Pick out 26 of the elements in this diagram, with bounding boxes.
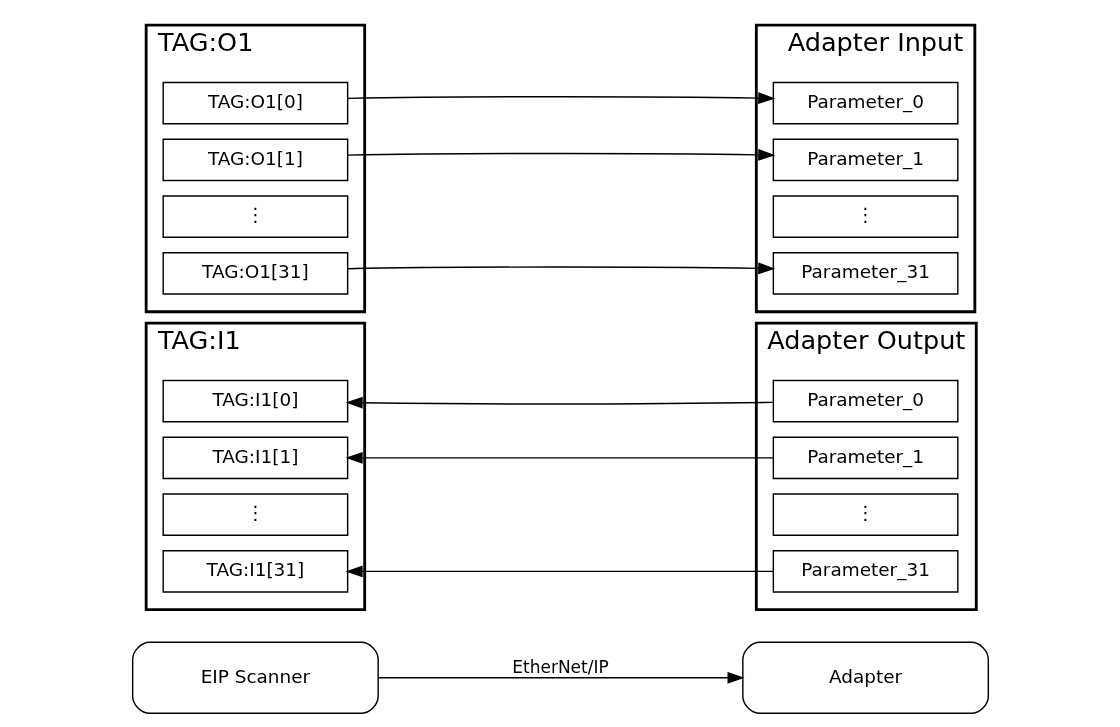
arrow: [345, 451, 774, 464]
arrow: [346, 92, 775, 105]
arrow: [377, 671, 745, 684]
node-box: EIP Scanner: [131, 641, 379, 714]
node-box: ⋮: [772, 493, 959, 536]
arrow: [345, 565, 774, 578]
arrow: [345, 396, 773, 409]
node-box: Parameter_0: [772, 379, 959, 423]
node-box: Parameter_31: [772, 252, 959, 295]
edge-label: EtherNet/IP: [511, 656, 609, 677]
node-box: TAG:I1[31]: [161, 550, 348, 593]
node-box: ⋮: [161, 195, 348, 238]
node-box: TAG:O1[0]: [161, 81, 348, 125]
node-box: Parameter_31: [772, 550, 959, 593]
node-box: Adapter: [741, 641, 989, 714]
node-box: ⋮: [772, 195, 959, 238]
node-box: TAG:O1[31]: [161, 252, 348, 295]
node-box: Parameter_1: [772, 138, 959, 182]
node-box: Parameter_0: [772, 81, 959, 125]
arrow: [346, 262, 775, 275]
node-box: TAG:O1[1]: [161, 138, 348, 182]
node-box: TAG:I1[0]: [161, 379, 348, 423]
arrow: [346, 148, 775, 161]
node-box: TAG:I1[1]: [161, 436, 348, 480]
node-box: ⋮: [161, 493, 348, 536]
node-box: Parameter_1: [772, 436, 959, 480]
